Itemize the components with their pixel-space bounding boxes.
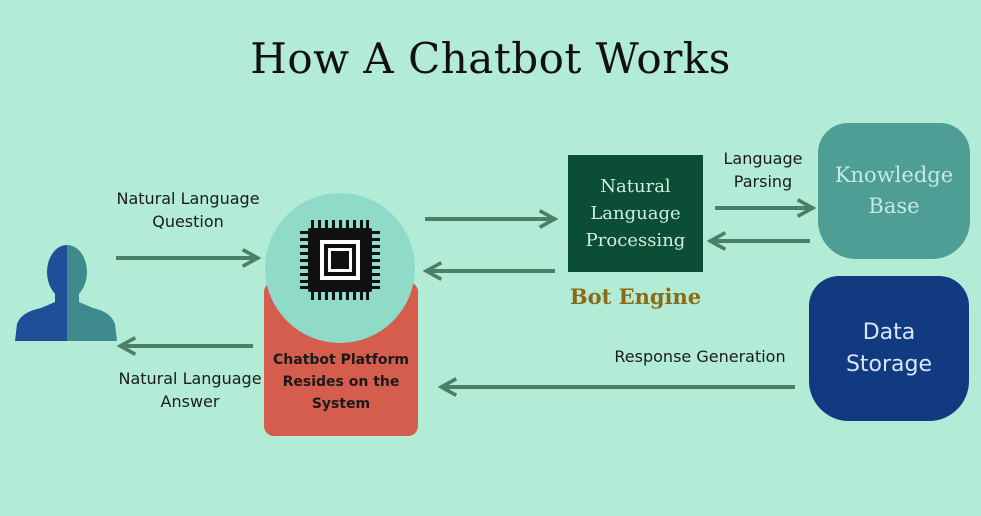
response-generation-label: Response Generation bbox=[614, 347, 786, 366]
ds-label-line: Data bbox=[862, 319, 916, 345]
answer-label-line: Answer bbox=[160, 392, 220, 411]
nlp-label-line: Language bbox=[590, 203, 681, 224]
data-storage-box: Data Storage bbox=[809, 276, 969, 421]
ds-label-line: Storage bbox=[845, 351, 933, 377]
question-label: Natural Language Question bbox=[108, 187, 268, 233]
platform-label-line: System bbox=[311, 396, 371, 412]
kb-label-line: Knowledge bbox=[834, 163, 954, 187]
platform-label-line: Chatbot Platform bbox=[273, 352, 409, 368]
nlp-label-line: Processing bbox=[585, 230, 686, 251]
platform-label-line: Resides on the bbox=[282, 374, 400, 390]
parsing-label-line: Parsing bbox=[733, 172, 793, 191]
question-label-line: Natural Language bbox=[116, 189, 260, 208]
kb-label-line: Base bbox=[868, 194, 920, 218]
diagram-title: How A Chatbot Works bbox=[250, 34, 731, 83]
nlp-label: Natural Language Processing bbox=[586, 173, 686, 254]
knowledge-base-label: Knowledge Base bbox=[835, 160, 953, 222]
knowledge-base-box: Knowledge Base bbox=[818, 123, 970, 259]
parsing-label: Language Parsing bbox=[703, 147, 823, 193]
user-silhouette-icon bbox=[15, 245, 117, 341]
question-label-line: Question bbox=[152, 212, 224, 231]
answer-label-line: Natural Language bbox=[118, 369, 262, 388]
cpu-chip-icon bbox=[300, 220, 380, 300]
data-storage-label: Data Storage bbox=[846, 317, 932, 381]
parsing-label-line: Language bbox=[723, 149, 803, 168]
bot-engine-label: Bot Engine bbox=[569, 284, 702, 309]
answer-label: Natural Language Answer bbox=[110, 367, 270, 413]
nlp-label-line: Natural bbox=[600, 176, 671, 197]
chatbot-platform-label: Chatbot Platform Resides on the System bbox=[266, 349, 416, 415]
nlp-box: Natural Language Processing bbox=[568, 155, 703, 272]
